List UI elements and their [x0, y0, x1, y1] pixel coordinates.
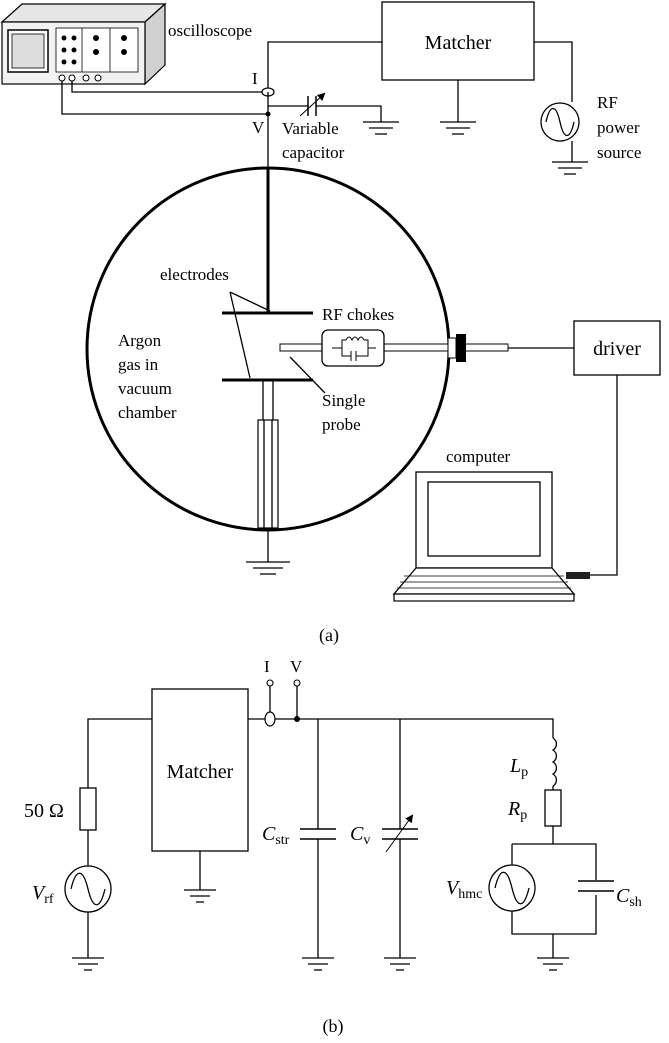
vrf-label: Vrf — [32, 882, 54, 907]
vhmc-source-icon — [488, 864, 536, 912]
rf-source-label-1: RF — [597, 93, 618, 112]
electrode-support — [257, 419, 279, 529]
cstr-capacitor-icon — [300, 828, 336, 840]
csh-label: Csh — [616, 885, 642, 910]
caption-b: (b) — [323, 1016, 344, 1037]
laptop-icon — [392, 471, 590, 602]
driver-label: driver — [593, 338, 641, 360]
figure-a: oscilloscope Matcher RF power source I V — [0, 1, 661, 646]
vrf-source-icon — [64, 865, 112, 913]
current-probe-b — [264, 711, 276, 727]
figure-b: 50 Ω Vrf Matcher I V — [24, 657, 642, 1037]
voltage-probe-label-a: V — [252, 118, 265, 137]
matcher-ground-icon — [440, 121, 476, 135]
rp-label: Rp — [507, 798, 527, 823]
resistor-50ohm — [79, 787, 97, 831]
single-probe-shaft — [279, 343, 509, 352]
rf-chokes-circuit-icon — [332, 336, 376, 361]
single-probe-label-2: probe — [322, 415, 361, 434]
rp-resistor — [544, 789, 562, 827]
matcher-box-b — [151, 688, 249, 852]
gas-label-3: vacuum — [118, 379, 172, 398]
vrf-ground-icon — [72, 957, 104, 971]
variable-capacitor-label-1: Variable — [282, 119, 339, 138]
cstr-ground-icon — [302, 957, 334, 971]
matcher-ground-icon-b — [184, 889, 216, 903]
variable-capacitor-icon-a — [299, 92, 326, 117]
chamber-flange — [456, 334, 466, 362]
lp-label: Lp — [509, 755, 528, 780]
current-probe-label-b: I — [264, 657, 270, 676]
rf-source-label-3: source — [597, 143, 641, 162]
variable-capacitor-label-2: capacitor — [282, 143, 345, 162]
lp-inductor-icon — [551, 737, 557, 787]
oscilloscope-label: oscilloscope — [168, 21, 252, 40]
voltage-probe-label-b: V — [290, 657, 303, 676]
gas-label-2: gas in — [118, 355, 159, 374]
cv-ground-icon — [384, 957, 416, 971]
gas-label-1: Argon — [118, 331, 162, 350]
rf-source-ground-icon — [552, 161, 588, 175]
matcher-label-a: Matcher — [425, 32, 492, 54]
rf-source-icon-a — [540, 102, 580, 142]
cstr-label: Cstr — [262, 823, 290, 848]
csh-capacitor-icon — [578, 880, 614, 892]
single-probe-label-1: Single — [322, 391, 365, 410]
vhmc-label: Vhmc — [446, 877, 482, 902]
rf-chokes-label: RF chokes — [322, 305, 394, 324]
electrodes-label: electrodes — [160, 265, 229, 284]
rf-chokes-box — [321, 329, 385, 367]
gas-label-4: chamber — [118, 403, 177, 422]
rf-source-label-2: power — [597, 118, 640, 137]
vhmc-ground-icon — [537, 957, 569, 971]
chamber-ground-icon — [246, 561, 290, 575]
capacitor-ground-icon — [363, 121, 399, 135]
current-probe-label-a: I — [252, 69, 258, 88]
cv-label: Cv — [350, 823, 370, 848]
driver-box — [573, 320, 661, 376]
voltage-probe-b — [294, 716, 300, 722]
caption-a: (a) — [319, 625, 339, 646]
resistor-value-label: 50 Ω — [24, 800, 64, 822]
oscilloscope-icon — [0, 2, 167, 86]
computer-label: computer — [446, 447, 511, 466]
matcher-label-b: Matcher — [167, 761, 234, 783]
